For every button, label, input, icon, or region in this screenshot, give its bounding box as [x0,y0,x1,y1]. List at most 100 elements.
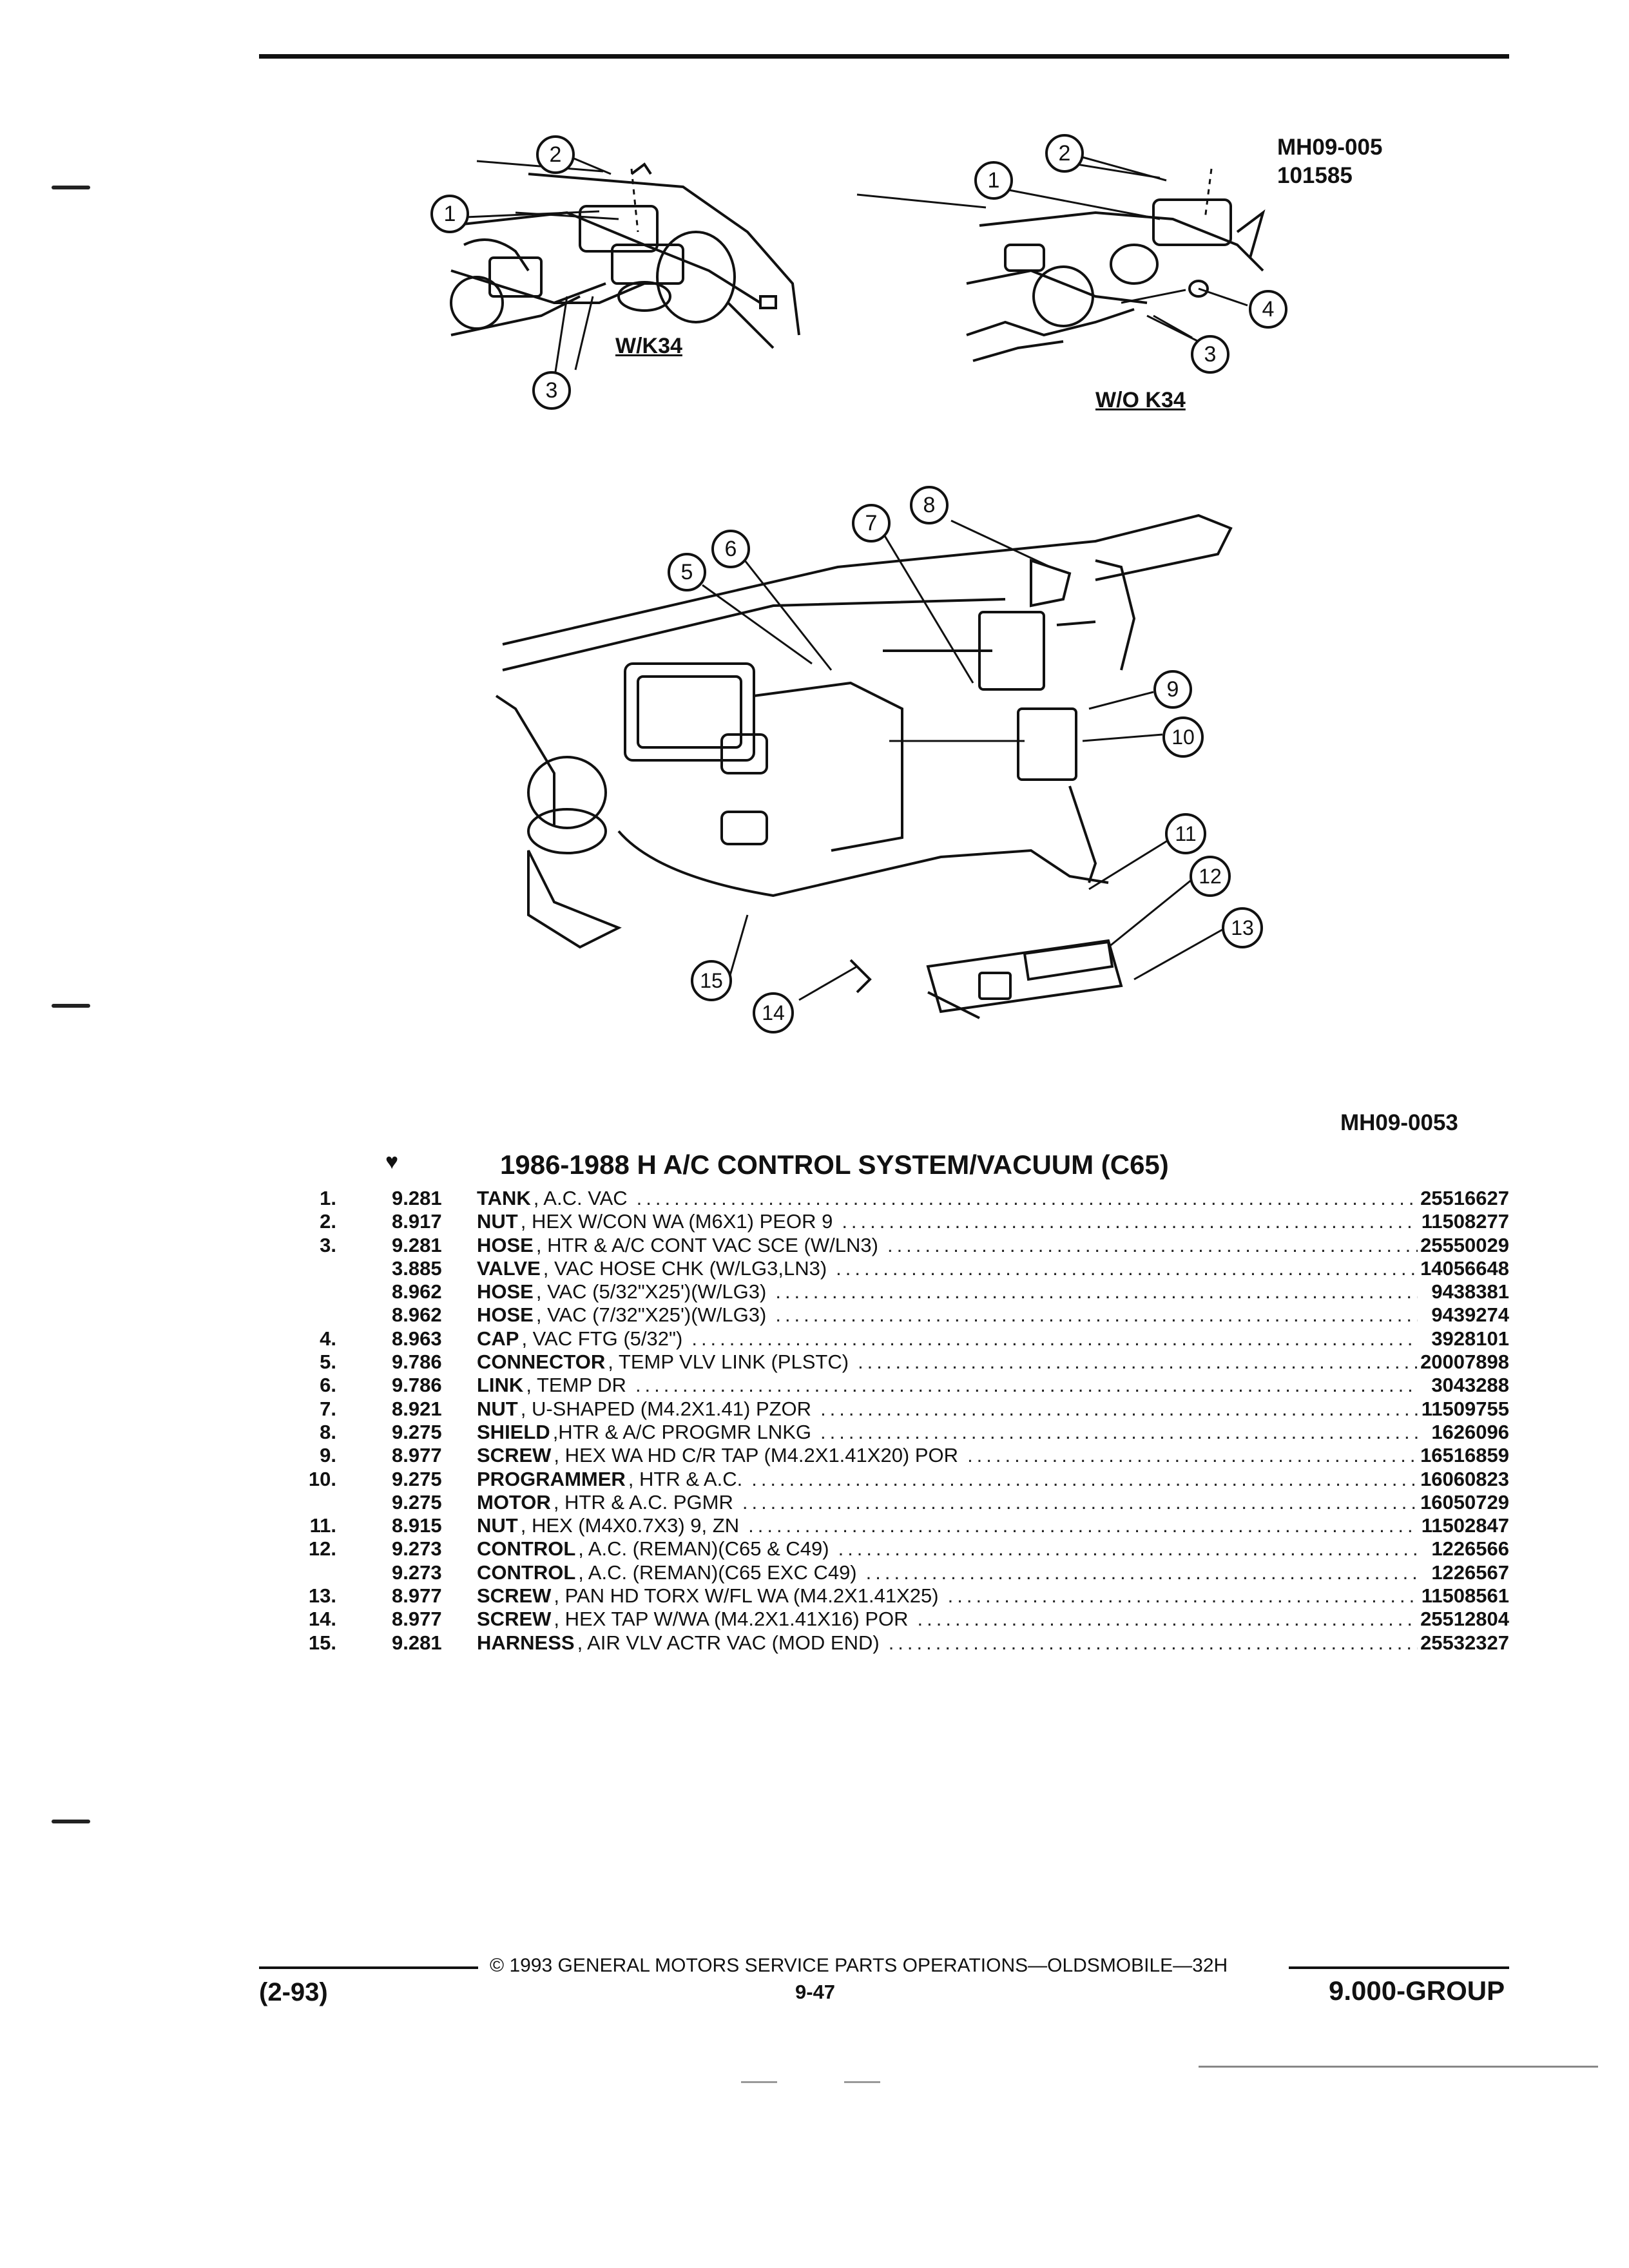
item-number: 14. [308,1608,336,1631]
item-number: 11. [309,1514,336,1537]
part-name: CONTROL [477,1537,576,1561]
part-number: 11508561 [1421,1584,1509,1608]
part-number: 1226567 [1431,1561,1509,1584]
part-description: MOTOR, HTR & A.C. PGMR..................… [477,1491,1418,1514]
leader-dots: ........................................… [967,1444,1418,1467]
part-name: HOSE [477,1233,534,1256]
leader-dots: ........................................… [865,1561,1418,1584]
part-number: 1226566 [1431,1537,1509,1561]
callout-1: 1 [430,195,469,233]
part-number: 3928101 [1431,1327,1509,1350]
part-number: 25550029 [1420,1233,1509,1256]
group-number: 8.977 [392,1444,442,1467]
part-name: SCREW [477,1584,552,1608]
group-number: 8.963 [392,1327,442,1350]
part-description: SHIELD,HTR & A/C PROGMR LNKG............… [477,1421,1418,1444]
footer-rule-left [259,1966,478,1969]
part-number: 25532327 [1420,1631,1509,1654]
part-qualifier: , VAC FTG (5/32") [521,1327,683,1350]
part-qualifier: , PAN HD TORX W/FL WA (M4.2X1.41X25) [554,1584,939,1608]
part-description: CONNECTOR, TEMP VLV LINK (PLSTC)........… [477,1350,1418,1374]
scan-line [1199,2066,1598,2068]
part-name: SHIELD [477,1420,550,1443]
part-qualifier: , U-SHAPED (M4.2X1.41) PZOR [520,1397,812,1420]
callout-13: 13 [1222,907,1263,948]
callout-2: 2 [536,135,575,174]
footer-page-number: 9-47 [795,1981,836,2003]
part-qualifier: , VAC (5/32"X25')(W/LG3) [535,1280,767,1303]
callout-5: 5 [668,553,706,591]
leader-dots: ........................................… [820,1397,1418,1420]
figure-number-upper: 101585 [1277,163,1353,188]
leader-dots: ........................................… [836,1256,1418,1280]
part-number: 11502847 [1421,1514,1509,1537]
callout-2-b: 2 [1045,134,1084,173]
group-number: 9.275 [392,1467,442,1490]
margin-mark [52,1004,90,1008]
part-description: HOSE, VAC (7/32"X25')(W/LG3)............… [477,1303,1418,1327]
part-number: 3043288 [1431,1374,1509,1397]
footer-copyright: © 1993 GENERAL MOTORS SERVICE PARTS OPER… [490,1955,1228,1976]
part-name: NUT [477,1210,518,1233]
group-number: 8.917 [392,1210,442,1233]
part-number: 16516859 [1420,1444,1509,1467]
group-number: 8.962 [392,1280,442,1303]
parts-illustration [450,160,1266,1019]
callout-9: 9 [1153,670,1192,709]
part-number: 14056648 [1420,1256,1509,1280]
part-number: 9439274 [1431,1303,1509,1327]
part-name: CAP [477,1327,519,1350]
part-description: NUT, HEX (M4X0.7X3) 9, ZN...............… [477,1514,1418,1537]
part-description: HOSE, VAC (5/32"X25')(W/LG3)............… [477,1280,1418,1303]
section-marker: ♥ [385,1149,399,1174]
part-description: HARNESS, AIR VLV ACTR VAC (MOD END).....… [477,1631,1418,1655]
leader-dots: ........................................… [742,1490,1418,1514]
callout-layer [450,156,1248,1001]
item-number: 1. [320,1187,336,1209]
part-qualifier: ,HTR & A/C PROGMR LNKG [552,1420,812,1443]
leader-dots: ........................................… [838,1537,1418,1561]
group-number: 9.786 [392,1350,442,1374]
item-number: 9. [320,1444,336,1467]
footer-date: (2-93) [259,1978,328,2006]
leader-lines [450,156,1248,1001]
part-number: 16060823 [1420,1467,1509,1490]
callout-8: 8 [910,486,949,524]
part-qualifier: , HTR & A.C. [628,1467,743,1490]
callout-11: 11 [1165,813,1206,854]
part-name: HOSE [477,1280,534,1303]
leader-dots: ........................................… [947,1584,1418,1608]
callout-10: 10 [1162,716,1204,758]
part-name: CONNECTOR [477,1350,606,1374]
callout-15: 15 [691,960,732,1001]
callout-12: 12 [1190,856,1231,897]
part-description: CAP, VAC FTG (5/32")....................… [477,1327,1418,1350]
item-number: 2. [320,1210,336,1233]
part-description: SCREW, HEX TAP W/WA (M4.2X1.41X16) POR..… [477,1608,1418,1631]
margin-mark [52,186,90,189]
callout-3: 3 [532,371,571,410]
figure-code-lower: MH09-0053 [1340,1110,1458,1135]
leader-dots: ........................................… [751,1467,1418,1490]
part-name: NUT [477,1514,518,1537]
leader-dots: ........................................… [775,1303,1418,1327]
part-name: NUT [477,1397,518,1420]
scan-mark [844,2081,880,2083]
part-name: HOSE [477,1303,534,1327]
part-name: CONTROL [477,1561,576,1584]
group-number: 8.977 [392,1584,442,1608]
part-qualifier: , A.C. (REMAN)(C65 & C49) [578,1537,829,1561]
leader-dots: ........................................… [888,1631,1418,1654]
part-qualifier: , VAC HOSE CHK (W/LG3,LN3) [543,1256,827,1280]
group-number: 9.281 [392,1631,442,1654]
